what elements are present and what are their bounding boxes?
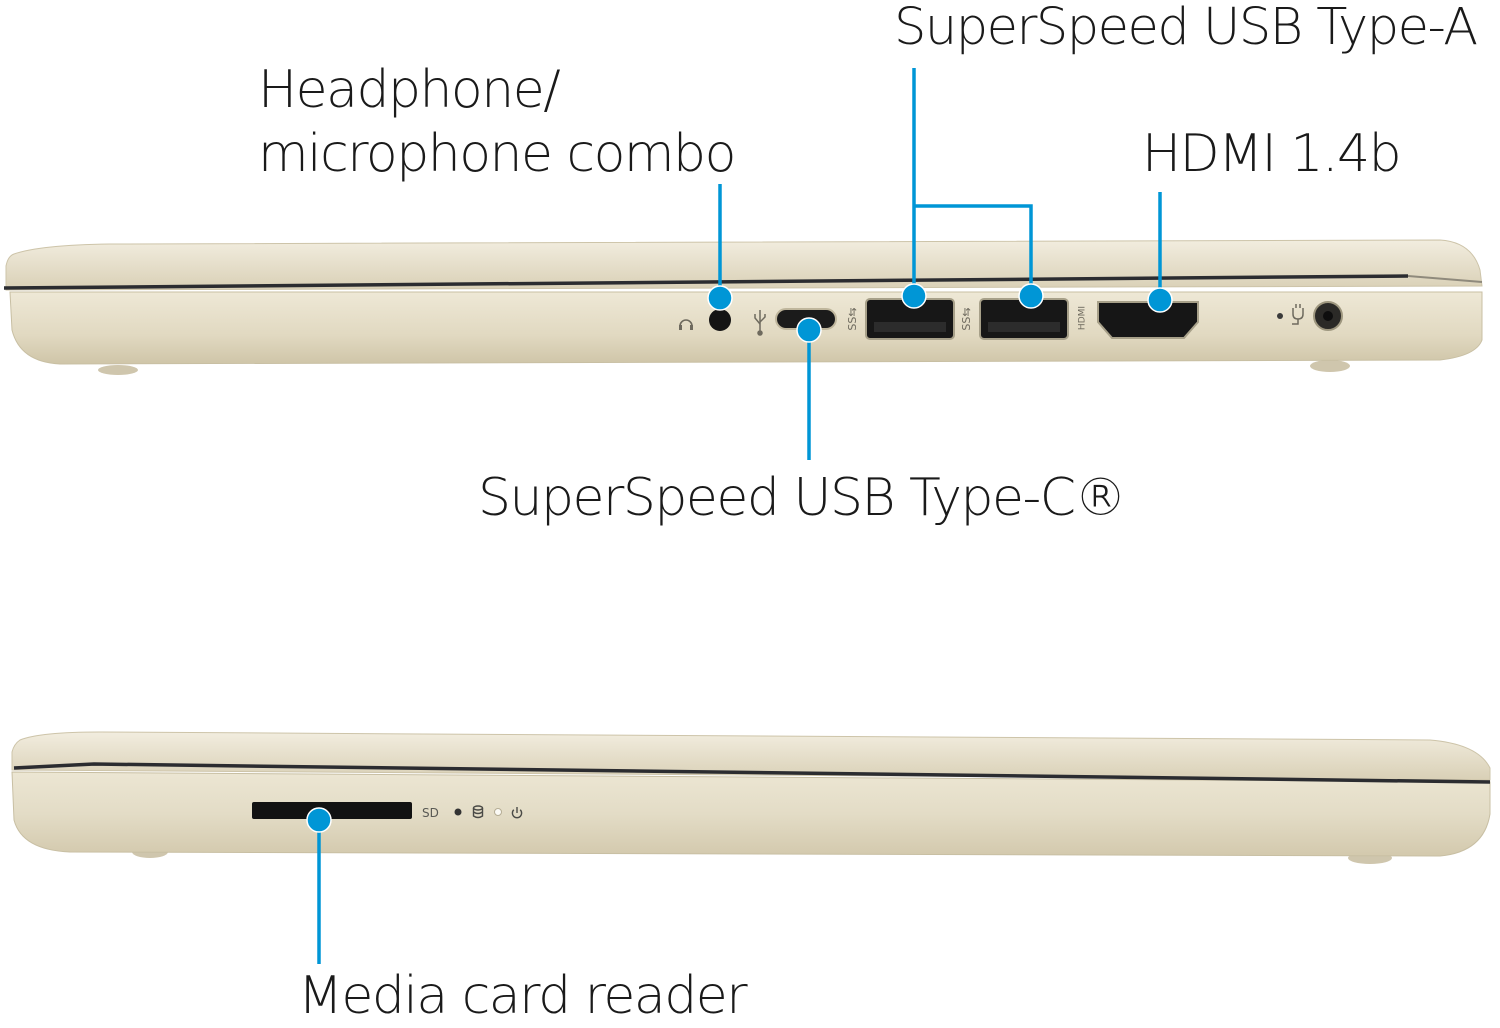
laptop-right-side: SD — [11, 731, 1491, 864]
laptop-left-side: SS⇆ SS⇆ HDMI — [3, 239, 1483, 375]
label-media-card-reader: Media card reader — [298, 966, 748, 1026]
svg-text:SS⇆: SS⇆ — [846, 307, 859, 330]
hdmi-port — [1097, 301, 1199, 339]
callout-dot-usb-a-1 — [901, 283, 927, 309]
headphone-jack — [709, 309, 731, 331]
svg-text:HDMI: HDMI — [1078, 306, 1088, 330]
lid-seam-end — [1407, 275, 1483, 283]
label-headphone-microphone: Headphone/ microphone combo — [258, 58, 736, 186]
callout-dot-hdmi — [1147, 287, 1173, 313]
callout-dot-usb-a-2 — [1018, 283, 1044, 309]
charging-light — [1277, 313, 1283, 319]
laptop-base — [11, 771, 1491, 857]
laptop-base — [9, 291, 1483, 365]
headphone-icon — [679, 319, 693, 330]
usb-icon — [754, 310, 766, 336]
callout-dot-usb-c — [796, 317, 822, 343]
sd-label: SD — [422, 806, 439, 820]
storage-activity-icon — [472, 805, 484, 819]
label-usb-type-c: SuperSpeed USB Type-C® — [478, 468, 1127, 528]
lid-seam — [13, 762, 1491, 784]
power-plug-icon — [1292, 304, 1304, 325]
laptop-foot — [98, 365, 138, 375]
callouts — [317, 68, 1162, 964]
label-line: microphone combo — [258, 124, 736, 184]
laptop-foot — [1310, 360, 1350, 372]
power-light — [494, 808, 502, 816]
callout-dot-headphone — [707, 285, 733, 311]
power-icon — [511, 807, 523, 819]
label-usb-type-a: SuperSpeed USB Type-A — [894, 0, 1478, 57]
label-line: Headphone/ — [258, 60, 561, 120]
superspeed-icon: SS⇆ — [960, 307, 973, 330]
callout-line-usb-a — [912, 68, 1033, 296]
label-hdmi: HDMI 1.4b — [1142, 124, 1402, 184]
sd-card-slot — [252, 802, 412, 819]
lid-seam — [3, 274, 1409, 290]
superspeed-icon: SS⇆ — [846, 307, 859, 330]
callout-dots — [306, 283, 1173, 833]
svg-text:SS⇆: SS⇆ — [960, 307, 973, 330]
hdmi-icon: HDMI — [1078, 306, 1088, 330]
callout-dot-media — [306, 807, 332, 833]
indicator-light — [454, 808, 462, 816]
power-jack-pin — [1323, 311, 1333, 321]
